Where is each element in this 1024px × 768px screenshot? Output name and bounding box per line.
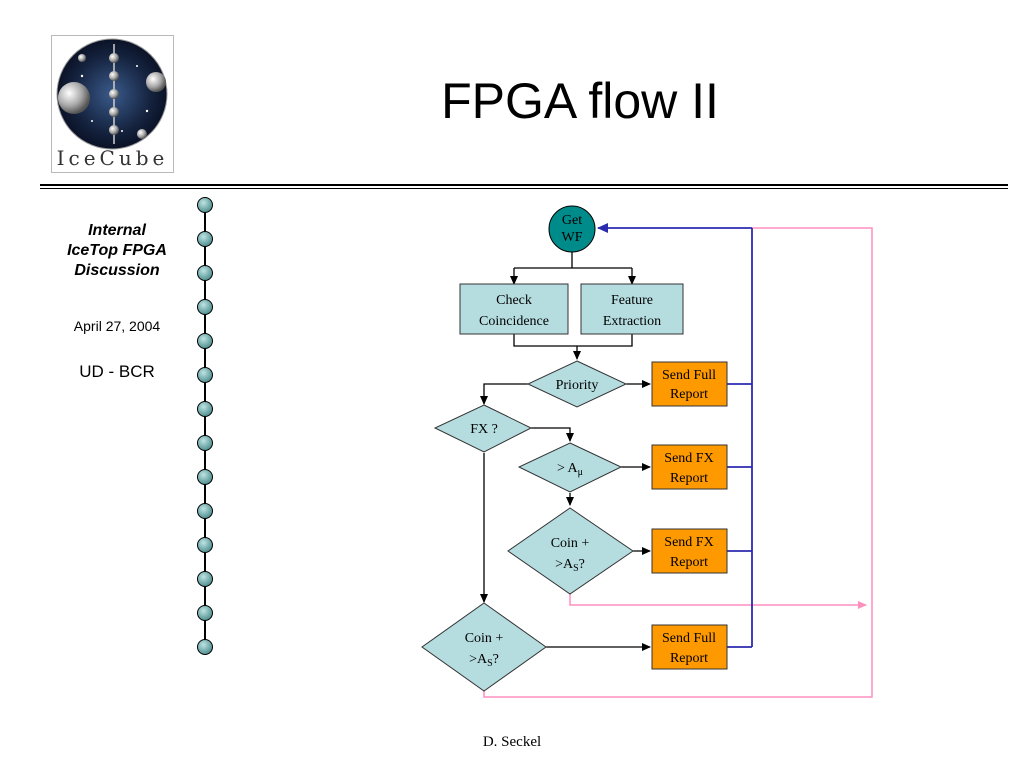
a-mu-decision: > Aμ <box>517 442 623 493</box>
sidebar-date: April 27, 2004 <box>73 318 161 334</box>
coin-as-decision-2: Coin + >AS? <box>421 602 547 692</box>
sidebar-title-line2: IceTop FPGA <box>67 242 167 259</box>
logo-wordmark: IceCube <box>56 146 169 170</box>
title-rule <box>40 184 1008 186</box>
send-full-report-node-2: Send Full Report <box>651 624 728 670</box>
feature-extraction-node: Feature Extraction <box>580 283 684 335</box>
coin-as-1-line2: >AS? <box>555 557 585 574</box>
get-wf-node: Get WF <box>548 205 596 253</box>
blue-return-path <box>597 223 753 648</box>
get-wf-line2: WF <box>562 230 583 245</box>
coin-as-2-line1: Coin + <box>465 631 504 646</box>
send-full-report-node-1: Send Full Report <box>651 361 728 407</box>
priority-label: Priority <box>556 378 599 393</box>
send-fx-report-1-line2: Report <box>670 471 708 486</box>
check-coincidence-line1: Check <box>496 293 532 308</box>
coin-as-decision-1: Coin + >AS? <box>507 507 634 595</box>
get-wf-line1: Get <box>562 213 582 228</box>
feature-extraction-line1: Feature <box>611 293 653 308</box>
priority-decision: Priority <box>526 360 628 408</box>
slide-title: FPGA flow II <box>441 73 719 129</box>
send-fx-report-1-line1: Send FX <box>664 451 713 466</box>
fx-question-label: FX ? <box>470 422 498 437</box>
fx-decision: FX ? <box>433 404 533 453</box>
sidebar-title: Internal IceTop FPGA Discussion <box>50 221 184 281</box>
coin-as-2-line2: >AS? <box>469 652 499 669</box>
a-mu-label: > Aμ <box>557 461 583 478</box>
send-fx-report-2-line1: Send FX <box>664 535 713 550</box>
sidebar-org: UD - BCR <box>79 362 155 381</box>
send-full-report-1-line2: Report <box>670 387 708 402</box>
icecube-logo: IceCube <box>51 35 174 173</box>
send-fx-report-node-2: Send FX Report <box>651 528 728 574</box>
pink-return-path <box>483 227 873 698</box>
send-fx-report-2-line2: Report <box>670 555 708 570</box>
logo-graphic <box>56 38 168 150</box>
check-coincidence-line2: Coincidence <box>479 314 549 329</box>
check-coincidence-node: Check Coincidence <box>459 283 569 335</box>
sidebar-title-line1: Internal <box>88 222 146 239</box>
bead-string <box>197 197 213 655</box>
send-full-report-2-line1: Send Full <box>662 631 716 646</box>
title-rule-thin <box>40 188 1008 189</box>
sidebar-title-line3: Discussion <box>74 262 160 279</box>
send-full-report-1-line1: Send Full <box>662 368 716 383</box>
flow-connectors <box>480 252 651 651</box>
feature-extraction-line2: Extraction <box>603 314 661 329</box>
send-fx-report-node-1: Send FX Report <box>651 444 728 490</box>
coin-as-1-line1: Coin + <box>551 536 590 551</box>
author-footer: D. Seckel <box>482 734 542 750</box>
send-full-report-2-line2: Report <box>670 651 708 666</box>
